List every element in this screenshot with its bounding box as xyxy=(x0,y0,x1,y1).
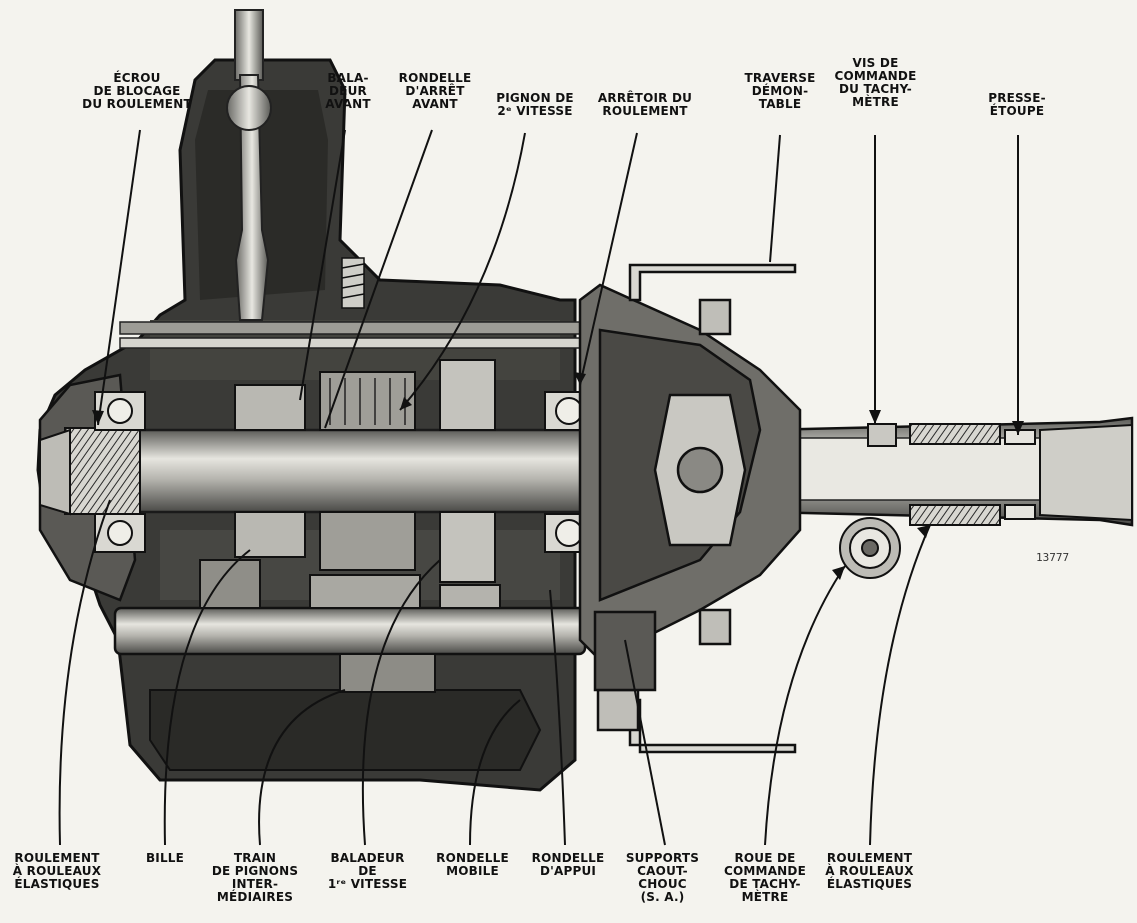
label-presse-etoupe: PRESSE-ÉTOUPE xyxy=(988,91,1046,118)
label-bille: BILLE xyxy=(145,851,185,865)
reference-number: 13777 xyxy=(1036,551,1070,564)
layshaft xyxy=(113,606,587,656)
gear-set xyxy=(199,359,501,693)
tachometer-drive xyxy=(839,423,1036,579)
rear-housing xyxy=(578,263,802,754)
leader-lines xyxy=(58,129,1019,846)
leader-arrowheads xyxy=(92,372,1024,580)
